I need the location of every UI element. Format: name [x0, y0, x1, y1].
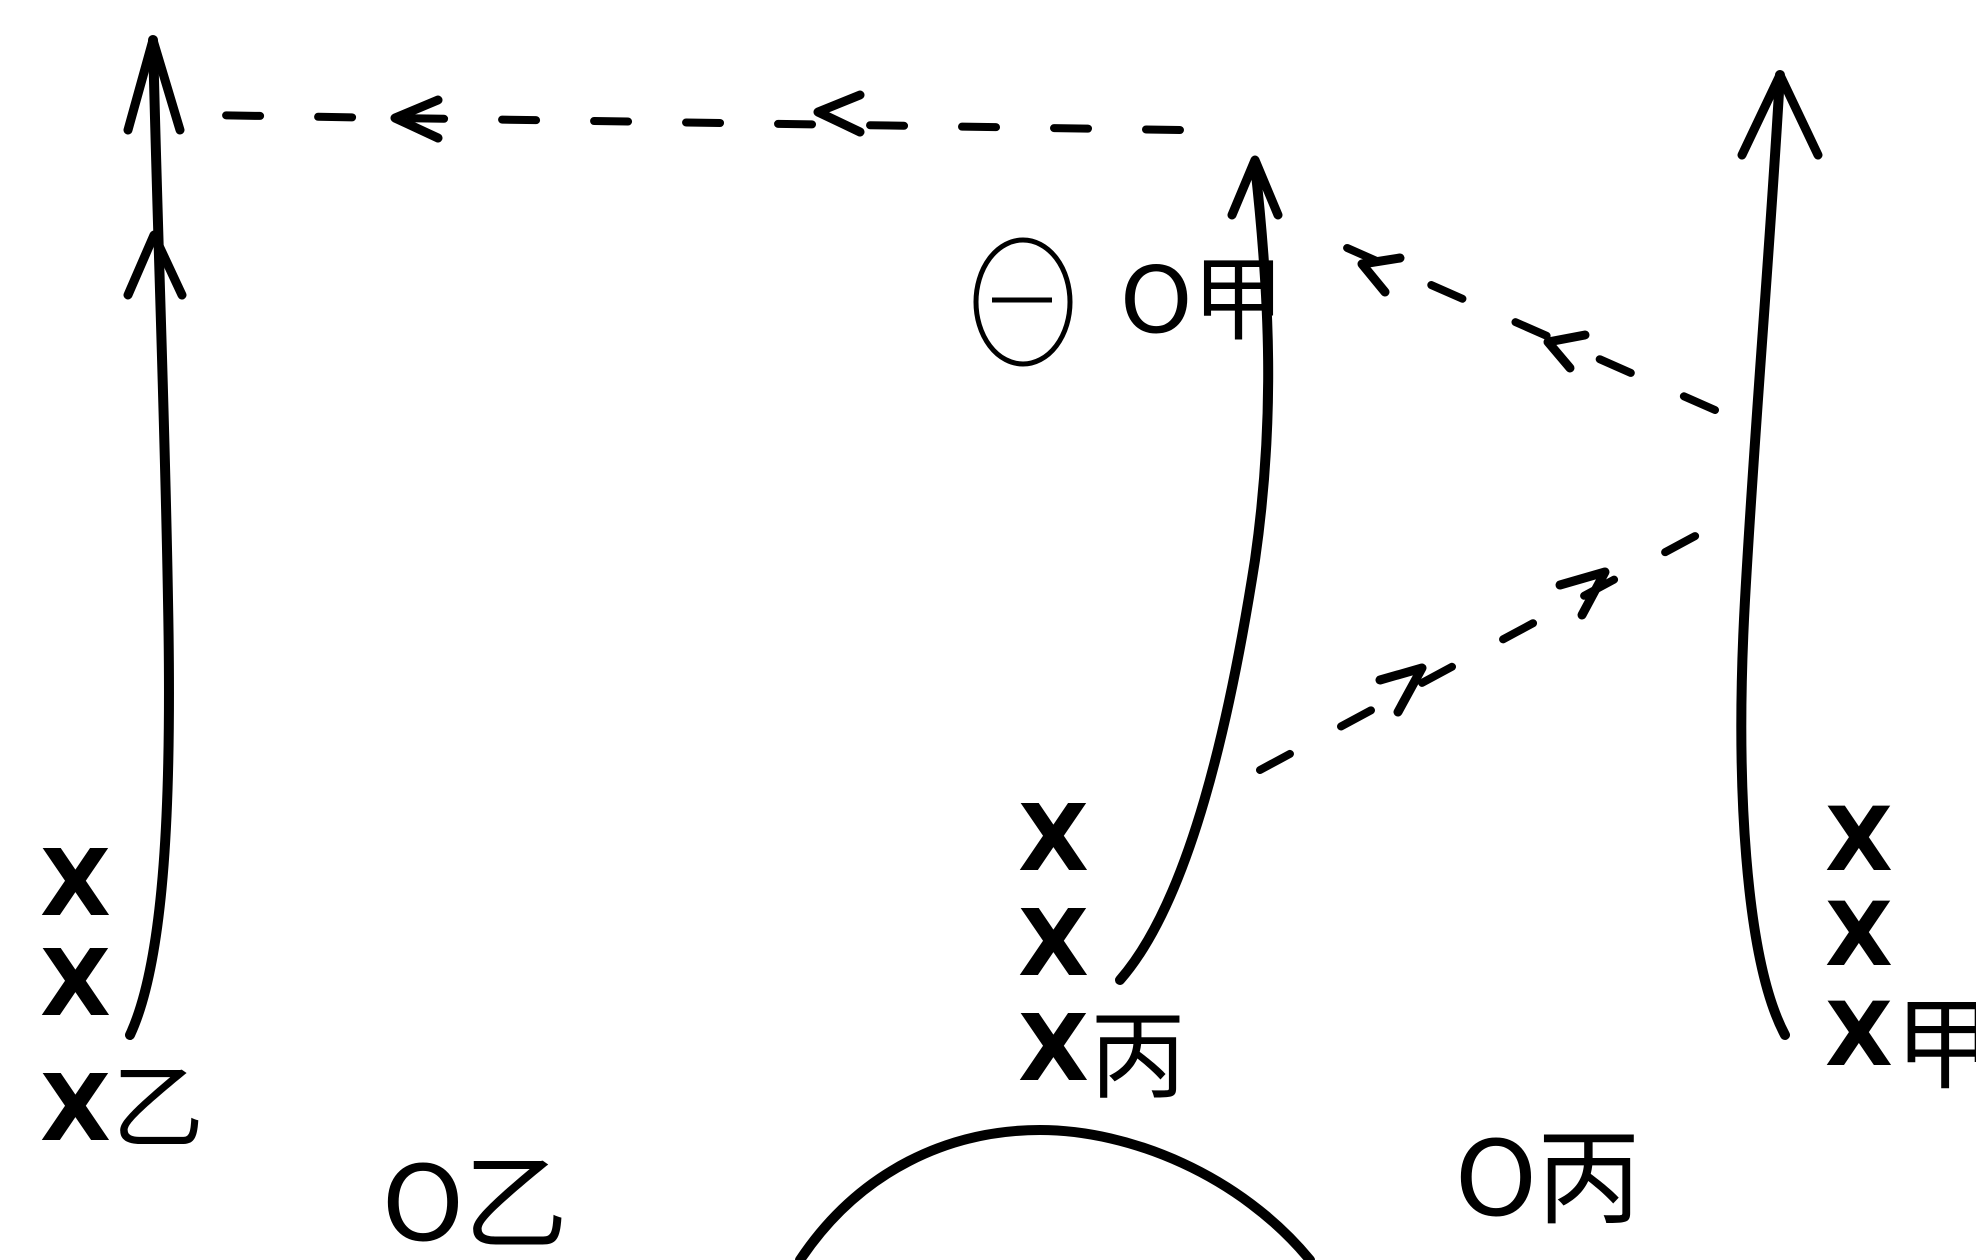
pass-center-to-right-arrow-1 — [1375, 663, 1427, 717]
left-cut-path — [125, 35, 174, 1040]
left-cut-arrowhead-top — [123, 35, 185, 135]
defender-label-left: O乙 — [382, 1143, 568, 1260]
center-cut-arrowhead — [1227, 155, 1283, 220]
player-right-3: X — [1825, 983, 1893, 1086]
player-left-3: X — [40, 1055, 111, 1162]
pass-center-to-left-arrow-1 — [813, 90, 865, 137]
player-left-1: X — [40, 830, 111, 937]
player-right-1: X — [1825, 788, 1893, 891]
pass-right-to-center-arrow-1 — [1543, 330, 1590, 373]
right-cut-arrowhead — [1737, 70, 1823, 160]
player-right-tag: 甲 — [1895, 987, 1976, 1104]
ball-icon — [973, 237, 1073, 367]
player-center-1: X — [1018, 785, 1089, 892]
pass-right-to-center-arrow-2 — [1357, 253, 1405, 297]
pass-center-to-right — [1256, 516, 1729, 774]
defender-label-right: O丙 — [1455, 1118, 1641, 1240]
center-cut-path — [1115, 160, 1274, 985]
player-left-tag: 乙 — [112, 1055, 204, 1162]
player-left-2: X — [40, 930, 111, 1037]
left-cut-arrowhead-mid — [123, 230, 187, 300]
player-center-tag: 丙 — [1090, 1001, 1186, 1113]
player-center-2: X — [1018, 890, 1089, 997]
pass-center-to-left — [196, 111, 1184, 134]
free-throw-circle — [795, 1125, 1315, 1260]
player-right-2: X — [1825, 883, 1893, 986]
player-center-3: X — [1018, 995, 1089, 1102]
right-cut-path — [1736, 70, 1790, 1040]
pass-center-to-right-arrow-2 — [1555, 567, 1610, 620]
pass-right-to-center — [1291, 221, 1719, 414]
pass-center-to-left-arrow-2 — [390, 95, 443, 143]
defender-label-center: O甲 — [1120, 247, 1284, 354]
